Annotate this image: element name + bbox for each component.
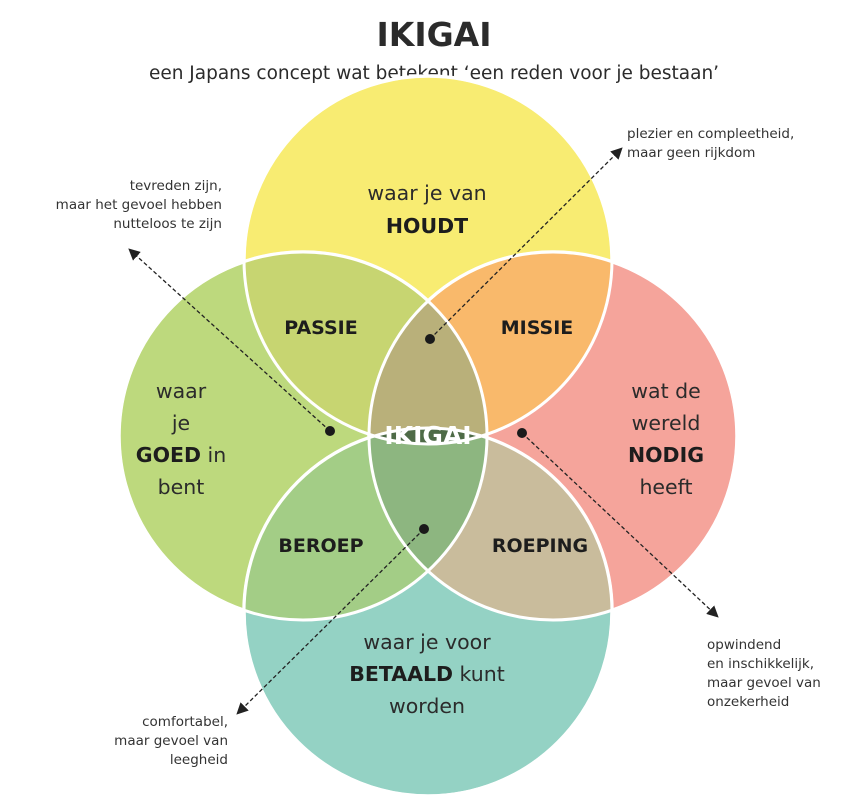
houdt-bold: HOUDT [386, 214, 468, 238]
note-top-left-line2: maar het gevoel hebben [56, 197, 222, 213]
arrow-bottom-left [236, 528, 425, 715]
note-bottom-right: opwindend en inschikkelijk, maar gevoel … [707, 637, 821, 710]
note-bottom-right-line3: maar gevoel van [707, 675, 821, 691]
diagram-title: IKIGAI [376, 15, 491, 54]
note-bottom-right-line1: opwindend [707, 637, 781, 653]
diagram-subtitle: een Japans concept wat betekent ‘een red… [149, 63, 719, 84]
nodig-line2: wereld [632, 411, 701, 435]
annotation-arrows [128, 147, 719, 715]
goed-line2: je [171, 411, 190, 435]
arrow-top-left [128, 248, 331, 432]
note-bottom-left-line2: maar gevoel van [114, 733, 228, 749]
note-top-left-line1: tevreden zijn, [130, 178, 222, 194]
betaald-line2: BETAALD kunt [349, 662, 505, 686]
note-bottom-left: comfortabel, maar gevoel van leegheid [114, 714, 228, 768]
note-bottom-right-line2: en inschikkelijk, [707, 656, 814, 672]
betaald-line1: waar je voor [363, 630, 491, 654]
betaald-bold: BETAALD [349, 662, 453, 686]
note-bottom-right-line4: onzekerheid [707, 694, 789, 710]
label-missie: MISSIE [501, 317, 574, 339]
note-bottom-left-line3: leegheid [170, 752, 228, 768]
label-ikigai: IKIGAI [384, 421, 471, 450]
note-top-right: plezier en compleetheid, maar geen rijkd… [627, 126, 794, 161]
dot-top-right [425, 334, 435, 344]
note-bottom-left-line1: comfortabel, [142, 714, 228, 730]
betaald-line3: worden [389, 694, 465, 718]
nodig-line4: heeft [639, 475, 692, 499]
dot-bottom-left [419, 524, 429, 534]
arrow-top-right [429, 147, 623, 340]
circle-text-betaald: waar je voor BETAALD kunt worden [349, 630, 505, 718]
goed-after-bold: in [201, 443, 226, 467]
betaald-after-bold: kunt [453, 662, 505, 686]
label-beroep: BEROEP [278, 535, 363, 557]
note-top-right-line2: maar geen rijkdom [627, 145, 755, 161]
nodig-line1: wat de [631, 379, 701, 403]
label-passie: PASSIE [284, 317, 357, 339]
note-top-right-line1: plezier en compleetheid, [627, 126, 794, 142]
circle-outlines [117, 74, 739, 798]
circle-text-nodig: wat de wereld NODIG heeft [628, 379, 704, 499]
goed-bold: GOED [136, 443, 201, 467]
label-roeping: ROEPING [492, 535, 588, 557]
goed-line4: bent [158, 475, 205, 499]
circle-text-goed: waar je GOED in bent [136, 379, 227, 499]
houdt-line1: waar je van [367, 181, 486, 205]
note-top-left: tevreden zijn, maar het gevoel hebben nu… [56, 178, 222, 232]
circle-text-houdt: waar je van HOUDT [367, 181, 486, 238]
dot-top-left [325, 426, 335, 436]
arrow-bottom-right [521, 432, 719, 618]
goed-line1: waar [156, 379, 207, 403]
note-top-left-line3: nutteloos te zijn [113, 216, 222, 232]
goed-line3: GOED in [136, 443, 227, 467]
nodig-bold: NODIG [628, 443, 704, 467]
dot-bottom-right [517, 428, 527, 438]
